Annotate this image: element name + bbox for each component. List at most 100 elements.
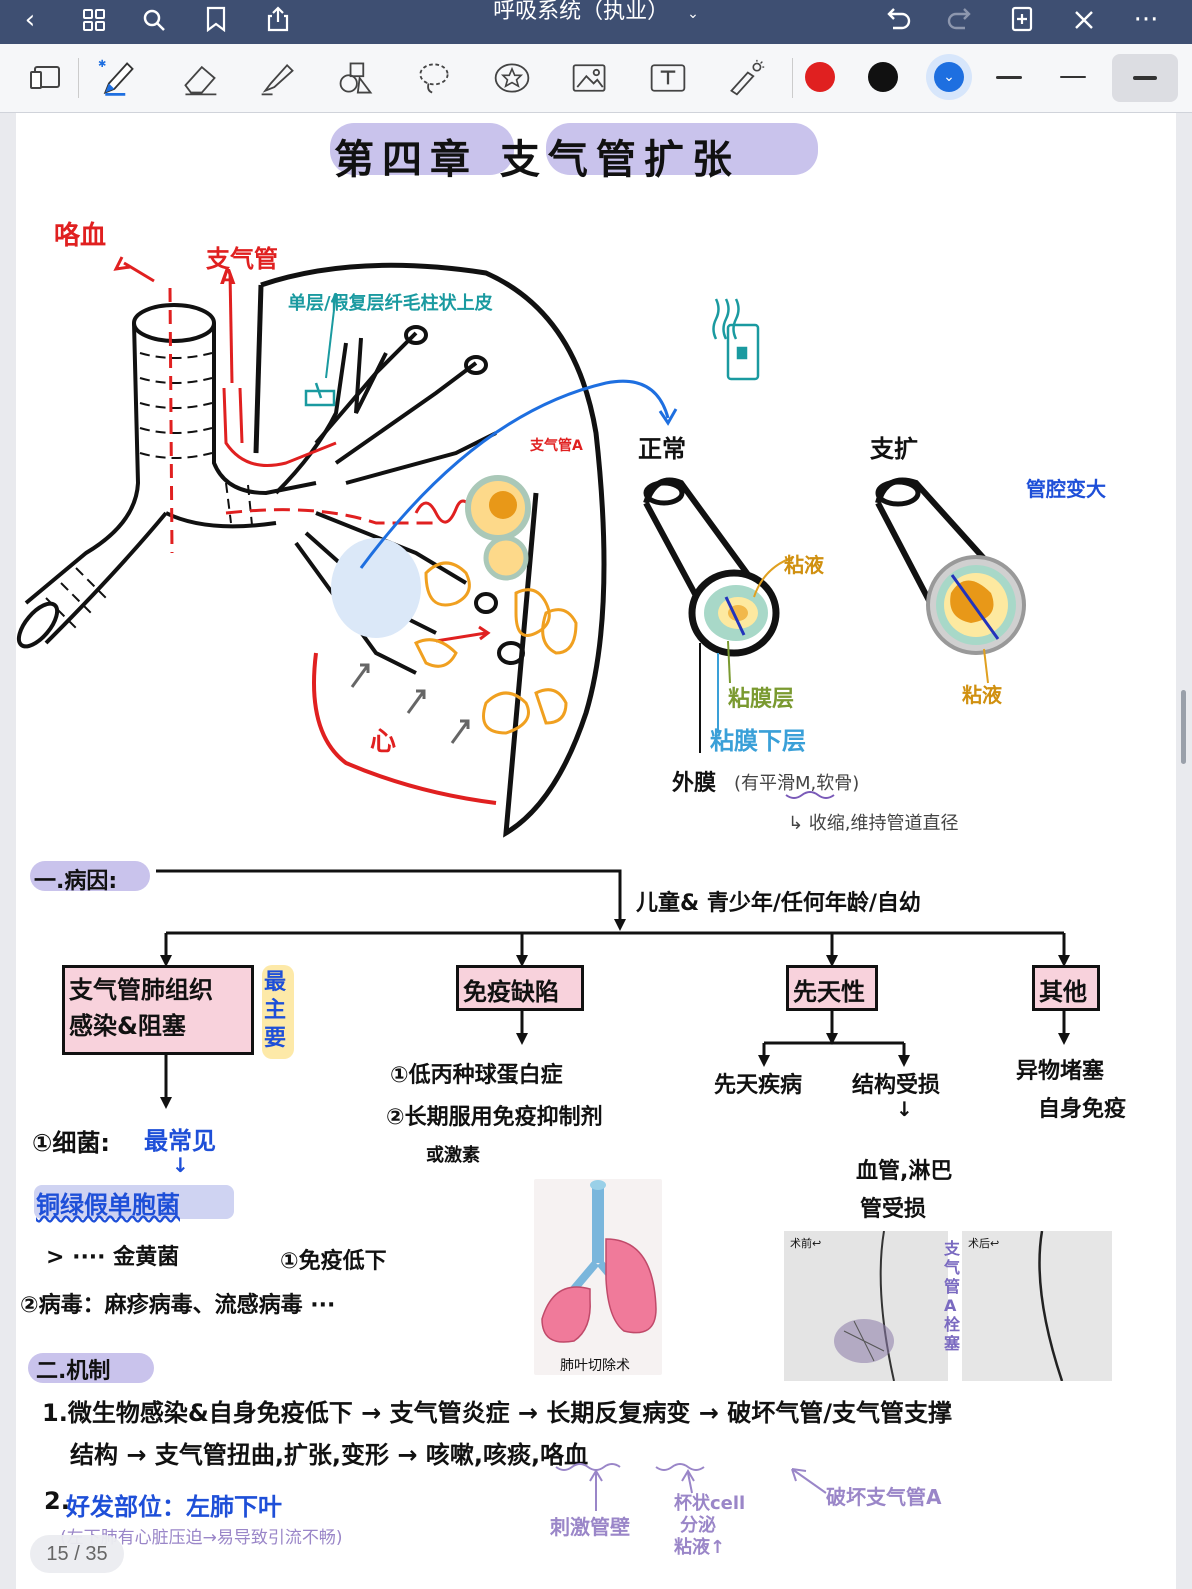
vessel-damage-label: 管受损 xyxy=(860,1197,927,1222)
mucus-label-2: 粘液 xyxy=(962,683,1002,707)
destroy-artery-annotation: 破坏支气管A xyxy=(826,1485,942,1509)
title-highlight xyxy=(330,123,514,175)
pen-icon[interactable]: ✱ xyxy=(98,58,138,98)
category-other-box: 其他 xyxy=(1032,965,1100,1011)
autoimmune-label: 自身免疫 xyxy=(1038,1097,1127,1122)
virus-label: ②病毒：麻疹病毒、流感病毒 ··· xyxy=(20,1293,336,1318)
artery-a-label: A xyxy=(220,265,236,289)
page-title: 第四章 支气管扩张 xyxy=(334,137,740,183)
predilection-reason: (左下肺有心脏压迫→易导致引流不畅) xyxy=(60,1528,343,1548)
goblet-cell-annotation: 杯状cell xyxy=(674,1493,746,1514)
document-title[interactable]: 呼吸系统（执业）⌄ xyxy=(493,0,699,23)
mucus-label: 粘液 xyxy=(784,553,824,577)
highlighter-icon[interactable] xyxy=(258,58,298,98)
color-swatch-red[interactable] xyxy=(805,62,835,92)
vessel-lymph-label: 血管,淋巴 xyxy=(856,1159,953,1184)
pseudomonas-label: 铜绿假单胞菌 xyxy=(36,1191,180,1219)
more-options-icon[interactable]: ··· xyxy=(1133,5,1159,35)
normal-bronchus-drawing xyxy=(643,477,780,657)
submucosa-layer-label: 粘膜下层 xyxy=(710,727,806,755)
heart-outline xyxy=(312,652,497,805)
page-counter: 15 / 35 xyxy=(30,1535,124,1573)
most-important-tag: 最主要 xyxy=(264,970,287,1051)
add-page-icon[interactable] xyxy=(1002,0,1042,44)
color-swatch-black[interactable] xyxy=(868,62,898,92)
pseudomonas-highlight xyxy=(34,1185,234,1219)
section-highlight xyxy=(28,1353,154,1383)
layer-leaders xyxy=(325,292,989,799)
close-edit-icon[interactable] xyxy=(1064,0,1104,44)
mechanism-line-2: 结构 → 支气管扭曲,扩张,变形 → 咳嗽,咳痰,咯血 xyxy=(70,1441,589,1469)
site-number: 2. xyxy=(44,1487,70,1515)
redo-icon[interactable] xyxy=(940,0,980,44)
image-icon[interactable] xyxy=(570,58,610,98)
adventitia-detail: (有平滑M,软骨) xyxy=(734,773,860,794)
mucus-increase-annotation: 粘液↑ xyxy=(674,1537,726,1558)
mucosa-layer-label: 粘膜层 xyxy=(728,687,795,712)
down-arrow-icon: ↓ xyxy=(896,1097,913,1121)
lumen-enlarged-label: 管腔变大 xyxy=(1026,477,1106,501)
category-immunodeficiency-box: 免疫缺陷 xyxy=(456,965,584,1011)
shapes-icon[interactable] xyxy=(336,58,376,98)
stroke-medium-button[interactable] xyxy=(1060,76,1086,78)
page-layout-icon[interactable] xyxy=(26,58,66,98)
embolization-label: 支气管A栓塞 xyxy=(944,1239,961,1353)
laser-pointer-icon[interactable] xyxy=(726,58,766,98)
stroke-thick-button[interactable] xyxy=(1112,54,1178,102)
category-infection-label: 支气管肺组织 感染&阻塞 xyxy=(69,976,213,1040)
immuno-detail-3: 或激素 xyxy=(426,1145,480,1166)
search-icon[interactable] xyxy=(134,0,174,44)
lasso-icon[interactable] xyxy=(414,58,454,98)
lung-outline xyxy=(260,262,607,838)
eraser-icon[interactable] xyxy=(180,58,220,98)
structural-damage-label: 结构受损 xyxy=(852,1073,941,1098)
hemoptysis-label: 咯血 xyxy=(54,221,107,251)
dilated-label: 支扩 xyxy=(870,435,918,463)
grey-arrows xyxy=(350,663,470,744)
category-immunodeficiency-label: 免疫缺陷 xyxy=(463,978,559,1006)
staph-label: > ···· 金黄菌 xyxy=(46,1245,180,1270)
scan-after-label: 术后↩ xyxy=(968,1237,1000,1250)
secretion-annotation: 分泌 xyxy=(680,1515,716,1536)
stroke-thin-button[interactable] xyxy=(996,76,1022,79)
category-congenital-box: 先天性 xyxy=(786,965,878,1011)
normal-label: 正常 xyxy=(638,435,686,463)
mechanism-heading: 二.机制 xyxy=(36,1359,111,1384)
scan-before-label: 术前↩ xyxy=(790,1237,822,1250)
age-text: 儿童& 青少年/任何年龄/自幼 xyxy=(636,891,921,916)
bronchial-artery-drawing xyxy=(113,256,491,643)
lungs-illustration xyxy=(541,1180,657,1343)
most-common-label: 最常见 xyxy=(144,1127,216,1155)
svg-text:✱: ✱ xyxy=(98,59,106,70)
bronchial-artery-small-label: 支气管A xyxy=(530,438,583,454)
zoom-arrow xyxy=(359,379,670,569)
category-infection-box: 支气管肺组织 感染&阻塞 xyxy=(62,965,254,1055)
toolbar-divider xyxy=(792,58,793,98)
share-icon[interactable] xyxy=(258,0,298,44)
color-swatch-blue[interactable]: ⌄ xyxy=(934,62,964,92)
title-bar: ‹ 呼吸系统（执业）⌄ ··· xyxy=(0,0,1192,44)
bronchial-tree xyxy=(274,325,525,675)
congenital-disease-label: 先天疾病 xyxy=(714,1073,803,1098)
bookmark-icon[interactable] xyxy=(196,0,236,44)
title-highlight xyxy=(546,123,818,175)
chevron-down-icon[interactable]: ⌄ xyxy=(687,5,699,21)
low-immunity-label: ①免疫低下 xyxy=(280,1249,387,1274)
trachea-rings xyxy=(45,352,253,629)
lobectomy-caption: 肺叶切除术 xyxy=(560,1358,630,1374)
undo-icon[interactable] xyxy=(878,0,918,44)
back-icon[interactable]: ‹ xyxy=(24,5,36,35)
note-page[interactable]: 第四章 支气管扩张 xyxy=(16,113,1176,1589)
grid-view-icon[interactable] xyxy=(74,0,114,44)
lobectomy-image: 肺叶切除术 xyxy=(534,1179,662,1375)
scrollbar[interactable] xyxy=(1181,690,1186,764)
trachea-drawing xyxy=(16,303,317,649)
sticker-icon[interactable] xyxy=(492,58,532,98)
text-icon[interactable] xyxy=(648,58,688,98)
section-highlight xyxy=(30,861,150,891)
heart-label: 心 xyxy=(370,727,397,757)
toolbar-divider xyxy=(78,58,79,98)
mechanism-line-1: 1.微生物感染&自身免疫低下 → 支气管炎症 → 长期反复病变 → 破坏气管/支… xyxy=(42,1399,952,1427)
predilection-site-label: 好发部位：左肺下叶 xyxy=(66,1493,282,1521)
arrow-down-icon: ↓ xyxy=(172,1153,189,1177)
